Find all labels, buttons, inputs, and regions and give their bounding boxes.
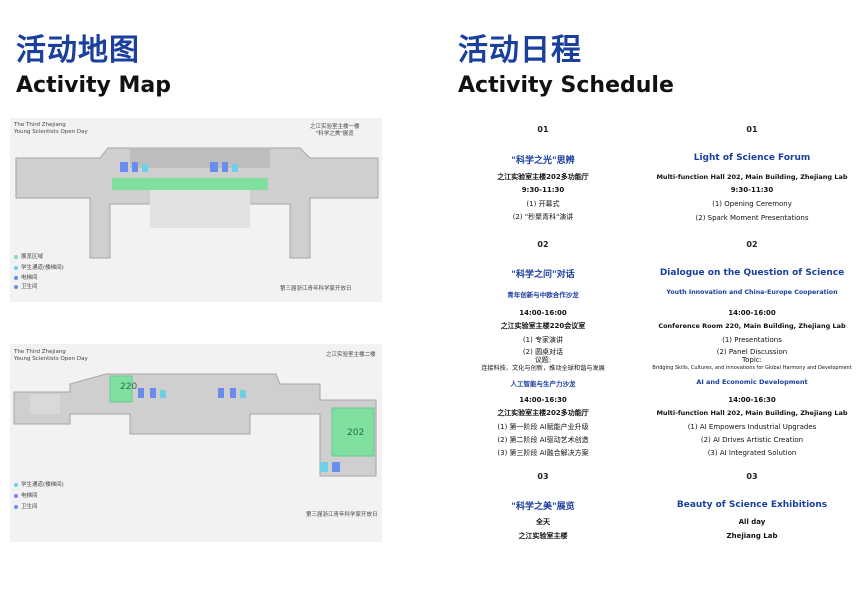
section-02-item1a-en: (1) Presentations xyxy=(722,336,782,344)
map1-floorplan xyxy=(15,147,379,259)
section-02-sub1-cn: 青年创新与中欧合作沙龙 xyxy=(507,291,579,299)
section-03-venue-cn: 之江实验室主楼 xyxy=(518,532,568,540)
map2-legend: 学生通道(楼梯间) 电梯间 卫生间 xyxy=(14,482,94,518)
section-02-venue1-en: Conference Room 220, Main Building, Zhej… xyxy=(658,322,846,330)
map-title-cn: 活动地图 xyxy=(16,33,140,68)
room-220-label: 220 xyxy=(120,382,138,392)
map1-location-line1: 之江实验室主楼一楼 xyxy=(310,124,360,130)
section-02-item1b-cn: (2) 圆桌对话 xyxy=(522,348,564,356)
map2-event-title: The Third Zhejiang Young Scientists Open… xyxy=(14,349,88,363)
section-02-sub2-en: AI and Economic Development xyxy=(696,378,808,386)
section-03-time-cn: 全天 xyxy=(536,518,550,526)
section-02-time1-en: 14:00-16:00 xyxy=(728,309,776,317)
legend-passage-dot xyxy=(14,266,18,270)
section-03-venue-en: Zhejiang Lab xyxy=(726,532,778,540)
legend-elevator-label: 电梯间 xyxy=(21,275,38,281)
section-02-item1a-cn: (1) 专家演讲 xyxy=(522,336,564,344)
section-02-item1b-en: (2) Panel Discussion xyxy=(716,348,788,356)
section-02-item2b-cn: (2) 第二阶段 AI驱动艺术创造 xyxy=(497,436,589,444)
section-01-time-cn: 9:30-11:30 xyxy=(521,186,565,194)
map2-location: 之江实验室主楼二楼 xyxy=(326,352,376,358)
map1-footer: 第三届浙江青年科学家开放日 xyxy=(280,286,352,292)
schedule-title-cn: 活动日程 xyxy=(458,33,582,68)
section-02-item2a-en: (1) AI Empowers Industrial Upgrades xyxy=(687,423,817,431)
map1-title-line2: Young Scientists Open Day xyxy=(14,129,88,135)
section-01-venue-en: Multi-function Hall 202, Main Building, … xyxy=(656,173,848,181)
section-02-item2a-cn: (1) 第一阶段 AI赋能产业升级 xyxy=(497,423,589,431)
stair-block xyxy=(142,164,148,172)
legend2-elevator-dot xyxy=(14,494,18,498)
section-02-topic-label-cn: 议题: xyxy=(534,356,552,364)
section-03-title-en: Beauty of Science Exhibitions xyxy=(676,500,828,510)
section-02-num-en: 02 xyxy=(746,240,758,249)
map2-title-line1: The Third Zhejiang xyxy=(14,349,66,355)
legend2-passage-label: 学生通道(楼梯间) xyxy=(21,482,64,488)
legend-passage-label: 学生通道(楼梯间) xyxy=(21,265,64,271)
legend-restroom-label: 卫生间 xyxy=(21,284,38,290)
section-02-item2b-en: (2) AI Drives Artistic Creation xyxy=(700,436,804,444)
section-03-num-cn: 03 xyxy=(537,472,549,481)
section-02-time2-cn: 14:00-16:30 xyxy=(519,396,567,404)
section-02-sub1-en: Youth Innovation and China-Europe Cooper… xyxy=(666,289,838,296)
section-01-time-en: 9:30-11:30 xyxy=(730,186,774,194)
legend-elevator-dot xyxy=(14,276,18,280)
legend2-restroom-dot xyxy=(14,505,18,509)
section-02-topic-cn: 连接科技、文化与创新，推动全球和谐与发展 xyxy=(481,365,605,372)
section-02-venue1-cn: 之江实验室主楼220会议室 xyxy=(500,322,586,330)
exhibition-area xyxy=(112,178,268,190)
floor-map-2: The Third Zhejiang Young Scientists Open… xyxy=(10,344,382,542)
section-03-num-en: 03 xyxy=(746,472,758,481)
map2-title-line2: Young Scientists Open Day xyxy=(14,356,88,362)
section-02-item2c-en: (3) AI Integrated Solution xyxy=(707,449,797,457)
room-202 xyxy=(331,407,375,457)
room-202-label: 202 xyxy=(347,428,365,438)
section-02-topic-label-en: Topic: xyxy=(742,356,762,364)
legend-exhibition-label: 展览区域 xyxy=(21,254,44,260)
section-03-title-cn: "科学之美"展览 xyxy=(511,502,575,512)
section-02-item2c-cn: (3) 第三阶段 AI融合解决方案 xyxy=(497,449,589,457)
map2-footer: 第三届浙江青年科学家开放日 xyxy=(306,512,378,518)
floor-map-1: The Third Zhejiang Young Scientists Open… xyxy=(10,118,382,302)
map1-location: 之江实验室主楼一楼 "科学之美"展览 xyxy=(310,124,360,138)
section-01-item2-cn: (2) "秒聚青科"演讲 xyxy=(512,213,574,221)
legend-restroom-dot xyxy=(14,285,18,289)
section-01-item1-en: (1) Opening Ceremony xyxy=(712,200,792,208)
section-02-venue2-cn: 之江实验室主楼202多功能厅 xyxy=(497,409,589,417)
section-02-sub2-cn: 人工智能与生产力沙龙 xyxy=(510,380,576,388)
map2-floorplan xyxy=(13,373,377,477)
section-01-item1-cn: (1) 开幕式 xyxy=(526,200,560,208)
section-02-time1-cn: 14:00-16:00 xyxy=(519,309,567,317)
map1-title-line1: The Third Zhejiang xyxy=(14,122,66,128)
section-01-title-en: Light of Science Forum xyxy=(693,153,811,163)
legend2-restroom-label: 卫生间 xyxy=(21,504,38,510)
schedule-title-en: Activity Schedule xyxy=(458,73,674,98)
section-02-venue2-en: Multi-function Hall 202, Main Building, … xyxy=(656,409,848,417)
map-title-en: Activity Map xyxy=(16,73,172,98)
section-02-title-en: Dialogue on the Question of Science xyxy=(659,268,845,278)
section-02-topic-en: Bridging Skills, Cultures, and Innovatio… xyxy=(652,365,852,371)
legend2-passage-dot xyxy=(14,483,18,487)
map1-location-line2: "科学之美"展览 xyxy=(315,131,354,137)
section-03-time-en: All day xyxy=(738,518,766,526)
section-01-item2-en: (2) Spark Moment Presentations xyxy=(695,214,809,222)
map1-legend: 展览区域 学生通道(楼梯间) 电梯间 卫生间 xyxy=(14,254,94,290)
map1-event-title: The Third Zhejiang Young Scientists Open… xyxy=(14,122,88,136)
section-02-num-cn: 02 xyxy=(537,240,549,249)
room-220 xyxy=(109,375,133,403)
section-01-num-en: 01 xyxy=(746,125,758,134)
section-02-title-cn: "科学之问"对话 xyxy=(511,270,575,280)
section-01-venue-cn: 之江实验室主楼202多功能厅 xyxy=(497,173,589,181)
section-01-title-cn: "科学之光"思辨 xyxy=(511,156,575,166)
elevator-block xyxy=(120,162,128,172)
legend2-elevator-label: 电梯间 xyxy=(21,493,38,499)
section-02-time2-en: 14:00-16:30 xyxy=(728,396,776,404)
section-01-num-cn: 01 xyxy=(537,125,549,134)
legend-exhibition-dot xyxy=(14,255,18,259)
